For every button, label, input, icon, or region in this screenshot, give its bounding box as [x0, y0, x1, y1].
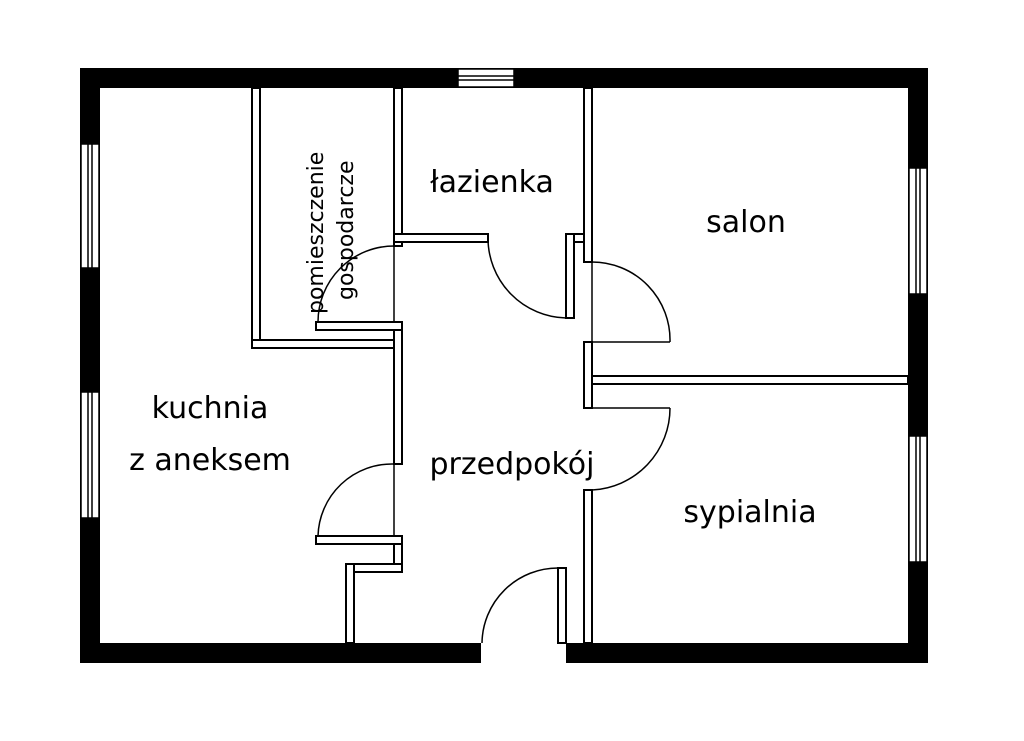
wall-utility-bath-divider [393, 87, 403, 247]
wall-bathroom-bottom [393, 233, 489, 243]
window-right-upper [908, 167, 928, 295]
window-left-lower [80, 391, 100, 519]
wall-kitchen-hall-upper [393, 327, 403, 465]
wall-kitchen-corner-left [345, 563, 355, 644]
room-label-utility: pomieszczenie gospodarcze [304, 152, 359, 314]
door-entrance [481, 567, 559, 644]
room-label-living: salon [706, 205, 786, 240]
outer-wall-bottom-left [80, 643, 481, 663]
room-label-utility-line1: pomieszczenie [304, 152, 329, 314]
wall-entrance-jamb [557, 567, 567, 644]
wall-salon-left [583, 341, 593, 409]
door-bathroom [487, 234, 567, 319]
wall-bathroom-right [583, 87, 593, 263]
wall-salon-bedroom [591, 375, 909, 385]
window-right-lower [908, 435, 928, 563]
door-salon [591, 261, 671, 343]
window-left-upper [80, 143, 100, 269]
doors [317, 234, 671, 644]
wall-utility-door-stub [315, 321, 403, 331]
room-label-kitchen-line2: z aneksem [129, 443, 291, 478]
wall-utility-left [251, 87, 261, 347]
outer-wall-bottom-right [566, 643, 928, 663]
window-top [457, 68, 515, 88]
room-label-bathroom: łazienka [430, 165, 554, 200]
room-label-kitchen-line1: kuchnia [152, 391, 269, 426]
door-bedroom [591, 407, 671, 491]
door-utility [317, 245, 395, 323]
outer-wall-right [908, 68, 928, 663]
wall-bathroom-door-jamb [565, 233, 575, 319]
wall-kitchen-door-stub [315, 535, 403, 545]
room-label-utility-line2: gospodarcze [334, 161, 359, 301]
room-label-hall: przedpokój [429, 447, 594, 482]
door-kitchen [317, 463, 395, 537]
windows [80, 68, 928, 563]
room-label-bedroom: sypialnia [683, 495, 816, 530]
wall-bedroom-left [583, 489, 593, 644]
interior-walls [251, 87, 909, 644]
wall-utility-bottom [251, 339, 403, 349]
